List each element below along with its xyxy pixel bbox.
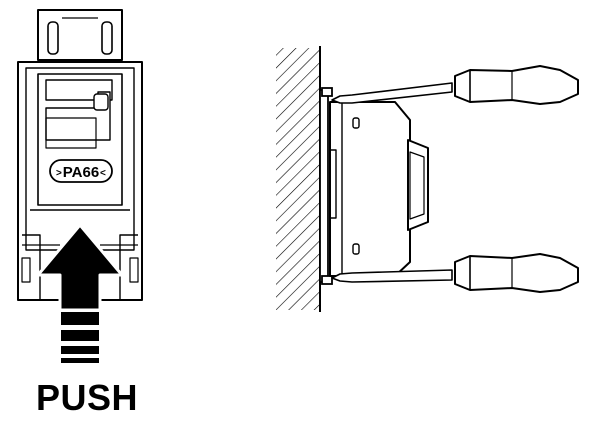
din-rail	[319, 87, 333, 285]
arrow-up-icon	[36, 223, 124, 363]
module-housing	[329, 101, 429, 277]
din-rail-clip	[17, 9, 143, 301]
wall-hatching	[276, 46, 321, 312]
push-instruction-label: PUSH	[36, 377, 139, 418]
screwdriver-icon	[331, 65, 579, 105]
label-chevron-right: <	[100, 168, 106, 179]
screwdriver-icon	[331, 253, 579, 293]
label-chevron-left: >	[56, 168, 62, 179]
clip-material-label: PA66	[63, 164, 99, 181]
